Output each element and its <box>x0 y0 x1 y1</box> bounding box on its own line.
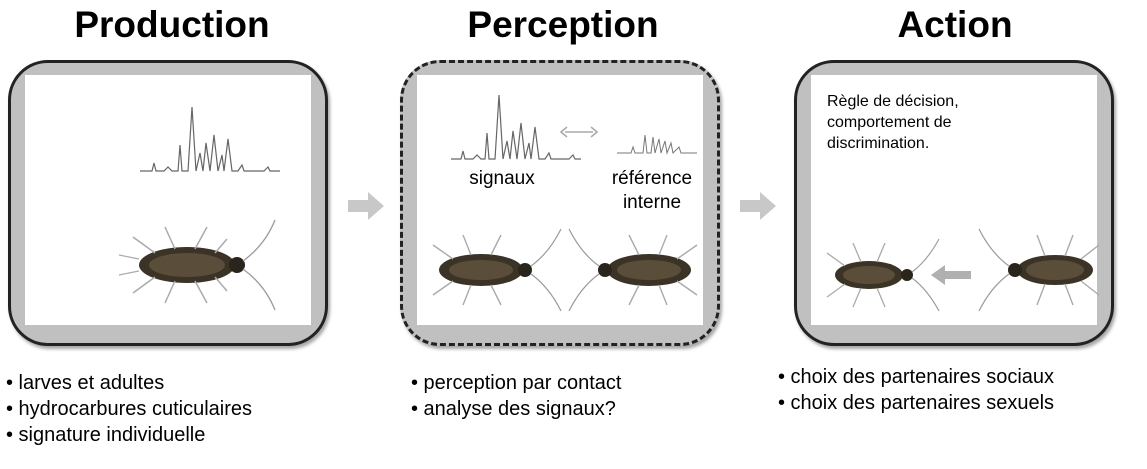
left-arrow-icon <box>931 265 971 285</box>
decision-rule-text: Règle de décision, comportement de discr… <box>827 91 1087 154</box>
list-item: • analyse des signaux? <box>411 398 616 420</box>
cockroach-icon <box>568 228 698 312</box>
title-production: Production <box>74 4 270 45</box>
signal-label: signaux <box>469 168 535 189</box>
decision-rule-line1: Règle de décision, <box>827 93 959 110</box>
perception-panel-inner: signaux référence interne <box>417 75 703 325</box>
cockroach-icon <box>826 238 940 312</box>
list-item: • hydrocarbures cuticulaires <box>6 398 252 420</box>
action-bullets: • choix des partenaires sociaux • choix … <box>778 364 1054 416</box>
right-arrow-icon <box>740 192 776 220</box>
chromatogram-icon <box>140 106 280 172</box>
action-panel-inner: Règle de décision, comportement de discr… <box>811 75 1100 325</box>
perception-panel: signaux référence interne <box>400 60 720 346</box>
decision-rule-line3: discrimination. <box>827 135 930 152</box>
reference-label-line1: référence <box>611 168 693 189</box>
list-item: • choix des partenaires sociaux <box>778 366 1055 388</box>
cockroach-icon <box>432 228 562 312</box>
production-panel-inner <box>25 75 311 325</box>
double-arrow-icon <box>559 126 599 138</box>
list-item: • signature individuelle <box>6 424 206 446</box>
action-panel: Règle de décision, comportement de discr… <box>794 60 1114 346</box>
production-bullets: • larves et adultes • hydrocarbures cuti… <box>6 370 252 448</box>
reference-label-line2: interne <box>622 192 682 213</box>
decision-rule-line2: comportement de <box>827 114 952 131</box>
title-action: Action <box>897 4 1013 45</box>
perception-bullets: • perception par contact • analyse des s… <box>411 370 621 422</box>
right-arrow-icon <box>348 192 384 220</box>
list-item: • choix des partenaires sexuels <box>778 392 1055 414</box>
cockroach-icon <box>978 228 1100 312</box>
list-item: • perception par contact <box>411 372 622 394</box>
cockroach-icon <box>118 219 276 311</box>
reference-label: référence interne <box>597 167 707 215</box>
list-item: • larves et adultes <box>6 372 165 394</box>
chromatogram-icon <box>451 94 581 160</box>
chromatogram-icon <box>617 134 697 155</box>
title-perception: Perception <box>467 4 659 45</box>
production-panel <box>8 60 328 346</box>
